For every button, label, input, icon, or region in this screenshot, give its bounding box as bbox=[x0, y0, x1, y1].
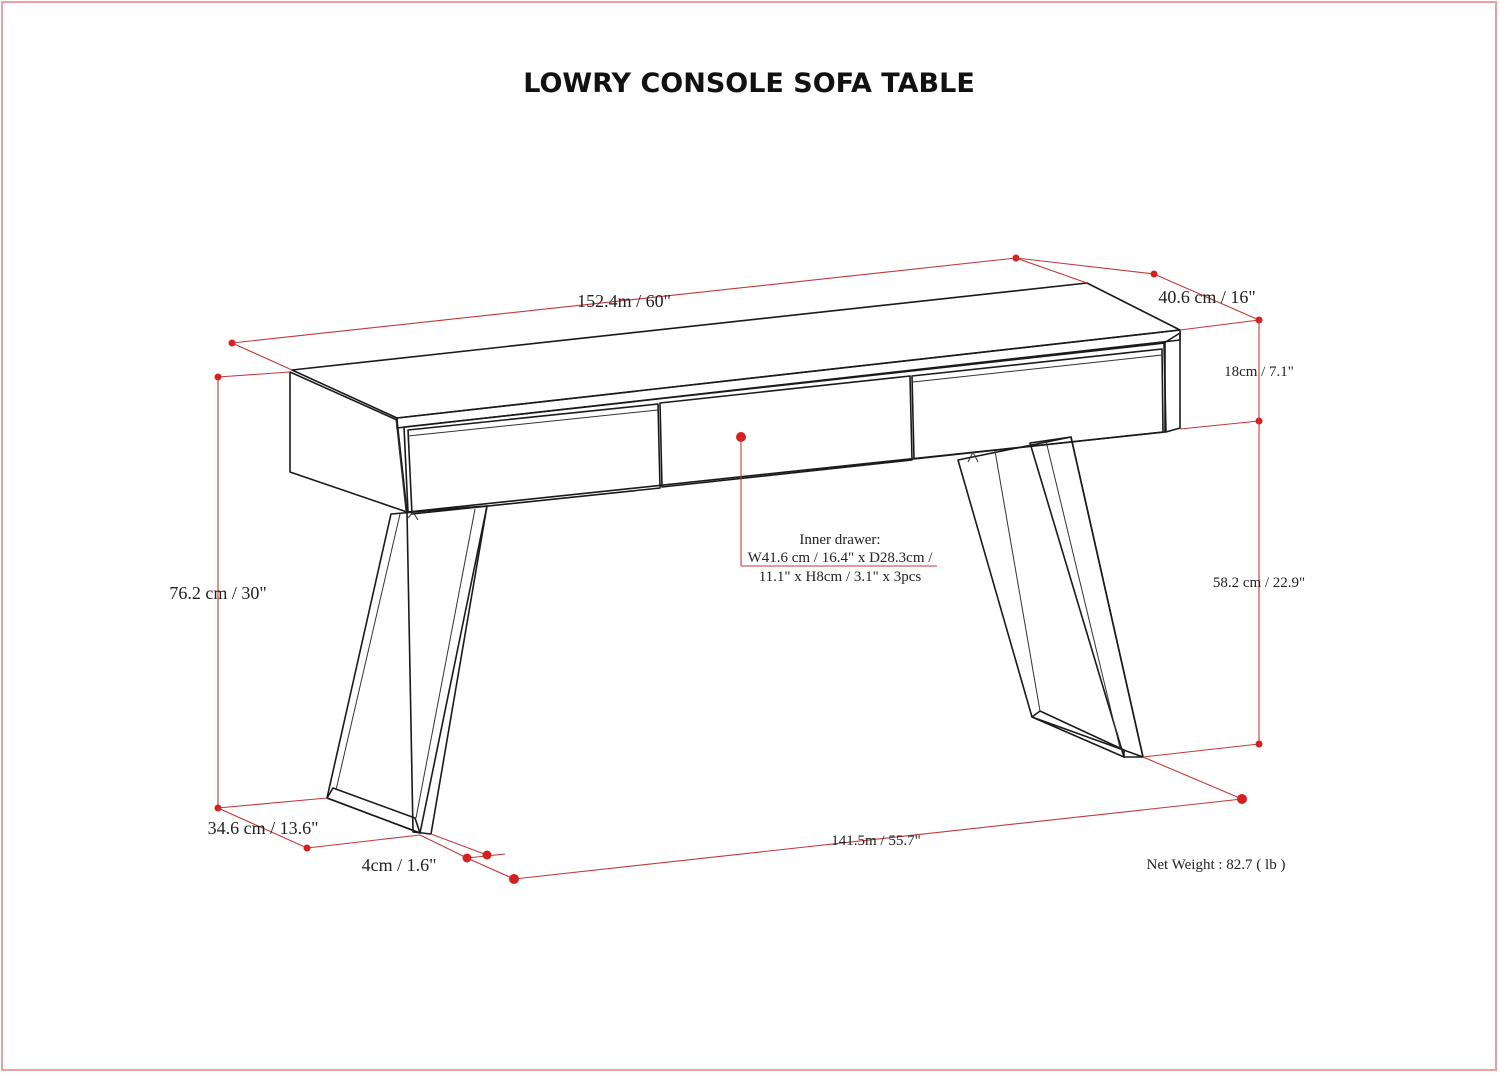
leg-span-label: 141.5m / 55.7" bbox=[831, 833, 920, 849]
dimension-lines bbox=[214, 254, 1263, 884]
net-weight-label: Net Weight : 82.7 ( lb ) bbox=[1147, 857, 1286, 873]
tabletop-front-edge bbox=[396, 329, 1181, 429]
leg-thickness-label: 4cm / 1.6" bbox=[362, 855, 437, 875]
dimension-labels: 152.4m / 60" 40.6 cm / 16" 18cm / 7.1" 7… bbox=[169, 287, 1305, 875]
console-table-drawing bbox=[289, 282, 1181, 835]
left-drawer bbox=[407, 403, 661, 515]
tabletop-surface bbox=[291, 282, 1181, 419]
center-drawer bbox=[659, 375, 913, 488]
apron-face bbox=[403, 342, 1166, 513]
apron-height-label: 18cm / 7.1" bbox=[1224, 364, 1294, 380]
inner-drawer-heading: Inner drawer: bbox=[799, 532, 880, 548]
diagram-title: LOWRY CONSOLE SOFA TABLE bbox=[523, 68, 975, 99]
depth-label: 40.6 cm / 16" bbox=[1158, 287, 1255, 307]
inner-drawer-size-line1: W41.6 cm / 16.4" x D28.3cm / bbox=[748, 550, 934, 566]
right-leg-outer bbox=[957, 436, 1144, 758]
left-leg-foot bbox=[326, 787, 421, 834]
left-leg-front-bar bbox=[406, 505, 488, 835]
leg-depth-label: 34.6 cm / 13.6" bbox=[208, 818, 319, 838]
leg-height-label: 58.2 cm / 22.9" bbox=[1213, 575, 1305, 591]
right-leg-front-bar bbox=[1029, 436, 1144, 758]
right-leg-foot bbox=[1031, 710, 1125, 758]
left-leg-outer bbox=[326, 505, 488, 834]
overall-width-label: 152.4m / 60" bbox=[577, 291, 671, 311]
left-end-panel bbox=[289, 371, 408, 513]
right-end-panel bbox=[1163, 332, 1181, 433]
overall-height-label: 76.2 cm / 30" bbox=[169, 583, 266, 603]
inner-drawer-size-line2: 11.1" x H8cm / 3.1" x 3pcs bbox=[759, 569, 922, 585]
right-drawer bbox=[911, 348, 1164, 460]
